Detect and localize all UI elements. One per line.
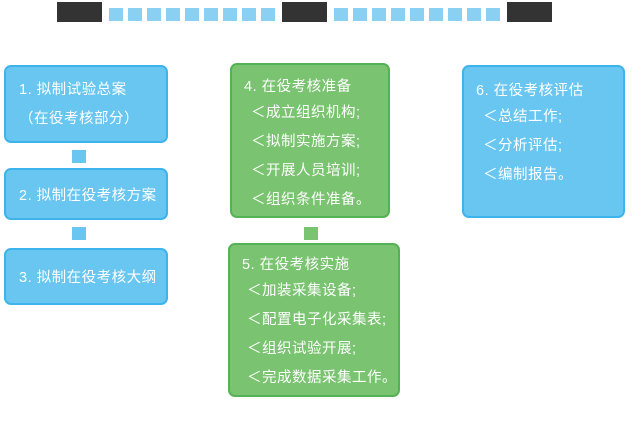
step-box-5: 5. 在役考核实施 ＜加装采集设备; ＜配置电子化采集表; ＜组织试验开展; ＜… bbox=[228, 243, 400, 397]
top-bar-dash-group-left bbox=[109, 2, 275, 22]
step-box-4-item: ＜成立组织机构; bbox=[251, 105, 361, 121]
bar-dash bbox=[486, 8, 500, 21]
bar-dash bbox=[223, 8, 237, 21]
decorative-top-bar bbox=[57, 2, 552, 22]
bar-dash bbox=[353, 8, 367, 21]
step-box-3: 3. 拟制在役考核大纲 bbox=[4, 248, 168, 305]
bar-dash bbox=[261, 8, 275, 21]
step-box-6: 6. 在役考核评估 ＜总结工作; ＜分析评估; ＜编制报告。 bbox=[462, 65, 625, 218]
step-box-5-item: ＜加装采集设备; bbox=[247, 283, 357, 299]
bar-dash bbox=[147, 8, 161, 21]
top-bar-dash-group-right bbox=[334, 2, 500, 22]
step-box-5-item: ＜配置电子化采集表; bbox=[247, 312, 387, 328]
connector-square-1-2 bbox=[72, 150, 86, 163]
step-box-4-item: ＜组织条件准备。 bbox=[251, 192, 371, 208]
step-box-4-title: 4. 在役考核准备 bbox=[244, 79, 352, 95]
bar-dash bbox=[204, 8, 218, 21]
bar-dash bbox=[334, 8, 348, 21]
top-bar-dark-block-middle bbox=[282, 2, 327, 22]
step-box-1-line-1: 1. 拟制试验总案 bbox=[19, 82, 127, 98]
step-box-6-title: 6. 在役考核评估 bbox=[476, 83, 584, 99]
step-box-2-line-1: 2. 拟制在役考核方案 bbox=[19, 187, 157, 204]
bar-dash bbox=[185, 8, 199, 21]
step-box-4: 4. 在役考核准备 ＜成立组织机构; ＜拟制实施方案; ＜开展人员培训; ＜组织… bbox=[230, 63, 390, 218]
bar-dash bbox=[166, 8, 180, 21]
step-box-6-item: ＜分析评估; bbox=[483, 138, 563, 154]
connector-square-2-3 bbox=[72, 227, 86, 240]
step-box-4-item: ＜拟制实施方案; bbox=[251, 134, 361, 150]
step-box-5-item: ＜完成数据采集工作。 bbox=[247, 370, 397, 386]
bar-dash bbox=[391, 8, 405, 21]
top-bar-dark-block-right bbox=[507, 2, 552, 22]
bar-dash bbox=[372, 8, 386, 21]
step-box-6-item: ＜总结工作; bbox=[483, 109, 563, 125]
step-box-6-item: ＜编制报告。 bbox=[483, 167, 573, 183]
step-box-2: 2. 拟制在役考核方案 bbox=[4, 168, 168, 220]
step-box-5-title: 5. 在役考核实施 bbox=[242, 257, 350, 273]
top-bar-dark-block-left bbox=[57, 2, 102, 22]
bar-dash bbox=[467, 8, 481, 21]
bar-dash bbox=[242, 8, 256, 21]
connector-square-4-5 bbox=[304, 227, 318, 240]
bar-dash bbox=[109, 8, 123, 21]
bar-dash bbox=[448, 8, 462, 21]
step-box-5-item: ＜组织试验开展; bbox=[247, 341, 357, 357]
bar-dash bbox=[128, 8, 142, 21]
step-box-4-item: ＜开展人员培训; bbox=[251, 163, 361, 179]
step-box-1: 1. 拟制试验总案 （在役考核部分） bbox=[4, 65, 168, 143]
bar-dash bbox=[429, 8, 443, 21]
step-box-3-line-1: 3. 拟制在役考核大纲 bbox=[19, 270, 157, 286]
bar-dash bbox=[410, 8, 424, 21]
step-box-1-line-2: （在役考核部分） bbox=[19, 111, 139, 127]
